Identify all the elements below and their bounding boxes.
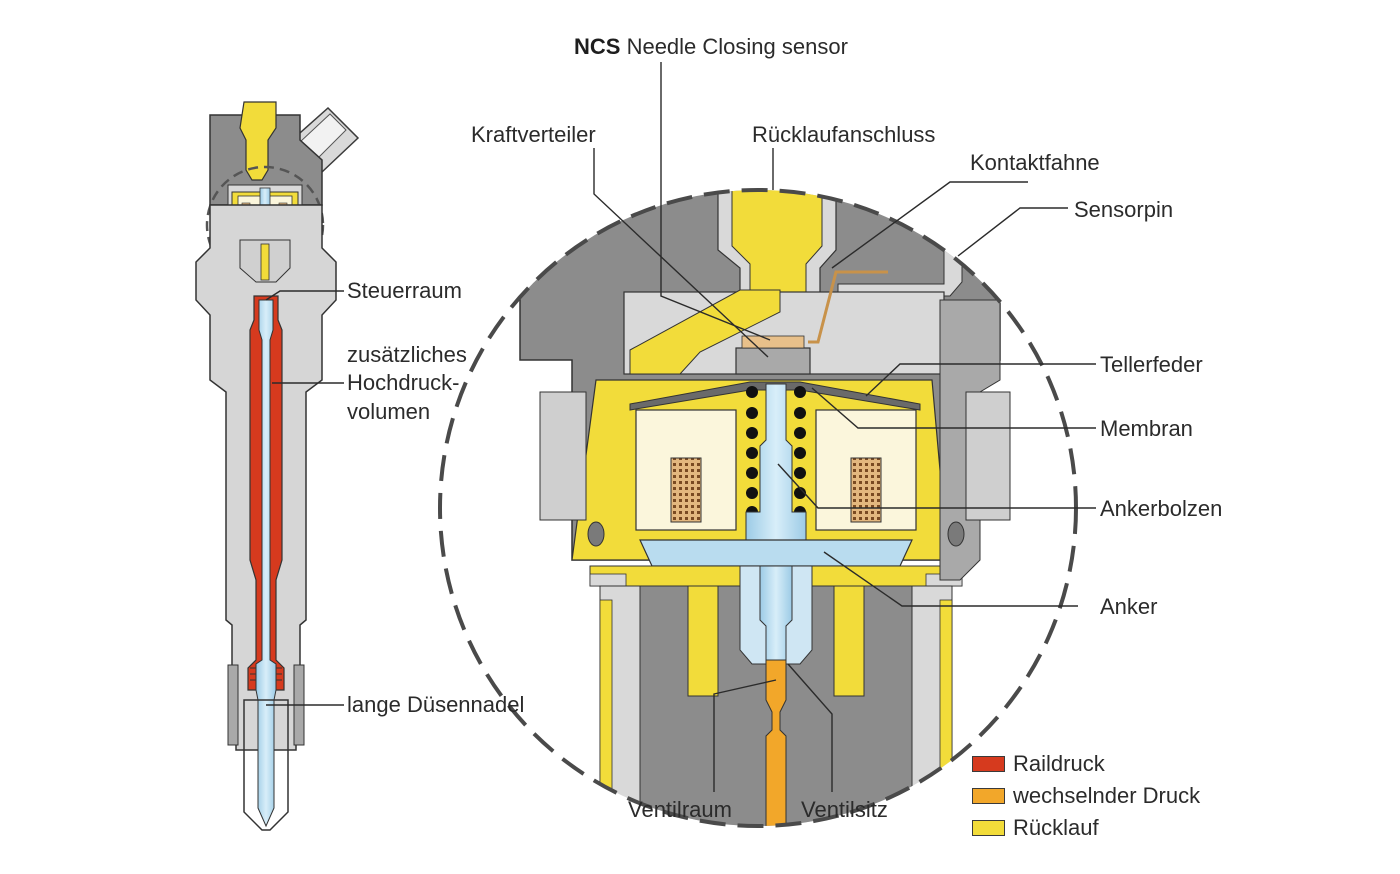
legend-swatch-wechselnder-druck xyxy=(972,788,1005,804)
detail-anker xyxy=(639,539,913,567)
legend: Raildruck wechselnder Druck Rücklauf xyxy=(972,748,1200,844)
detail-coil-winding-right xyxy=(850,457,882,523)
label-ruecklaufanschluss: Rücklaufanschluss xyxy=(752,122,936,147)
label-steuerraum: Steuerraum xyxy=(347,278,462,303)
label-kraftverteiler: Kraftverteiler xyxy=(471,122,596,147)
detail-ventilraum xyxy=(765,659,787,826)
legend-swatch-raildruck xyxy=(972,756,1005,772)
label-anker: Anker xyxy=(1100,594,1158,619)
label-hochdruck-line3: volumen xyxy=(347,399,431,424)
detail-view xyxy=(440,190,1076,826)
label-membran: Membran xyxy=(1100,416,1193,441)
legend-swatch-ruecklauf xyxy=(972,820,1005,836)
detail-coil-winding-left xyxy=(670,457,702,523)
nozzle-tip xyxy=(243,699,289,831)
label-duesennadel: lange Düsennadel xyxy=(347,692,525,717)
label-hochdruck-line2: Hochdruck- xyxy=(347,370,460,395)
legend-item-wechselnder-druck: wechselnder Druck xyxy=(972,780,1200,812)
left-leader-lines xyxy=(265,290,344,706)
detail-leader-lines xyxy=(593,62,1096,792)
injector-overview xyxy=(195,101,360,831)
legend-item-ruecklauf: Rücklauf xyxy=(972,812,1200,844)
label-hochdruck-line1: zusätzliches xyxy=(347,342,467,367)
label-ventilraum: Ventilraum xyxy=(628,797,732,822)
detail-spring xyxy=(746,386,806,518)
legend-label: Rücklauf xyxy=(1013,815,1099,840)
detail-contact-tab xyxy=(808,270,888,344)
legend-label: Raildruck xyxy=(1013,751,1105,776)
detail-kraftverteiler xyxy=(735,347,811,375)
title-text: Needle Closing sensor xyxy=(626,34,848,59)
label-ventilsitz: Ventilsitz xyxy=(801,797,888,822)
legend-item-raildruck: Raildruck xyxy=(972,748,1200,780)
title-abbreviation: NCS xyxy=(574,34,621,59)
return-channel xyxy=(239,101,277,181)
magnification-marker xyxy=(205,165,325,285)
diagram-title: NCS Needle Closing sensor xyxy=(574,34,848,60)
label-kontaktfahne: Kontaktfahne xyxy=(970,150,1100,175)
nozzle-needle xyxy=(255,299,277,828)
label-sensorpin: Sensorpin xyxy=(1074,197,1174,222)
label-ankerbolzen: Ankerbolzen xyxy=(1100,496,1223,521)
legend-label: wechselnder Druck xyxy=(1013,783,1201,808)
label-tellerfeder: Tellerfeder xyxy=(1100,352,1203,377)
detail-sensor-element xyxy=(741,335,805,349)
